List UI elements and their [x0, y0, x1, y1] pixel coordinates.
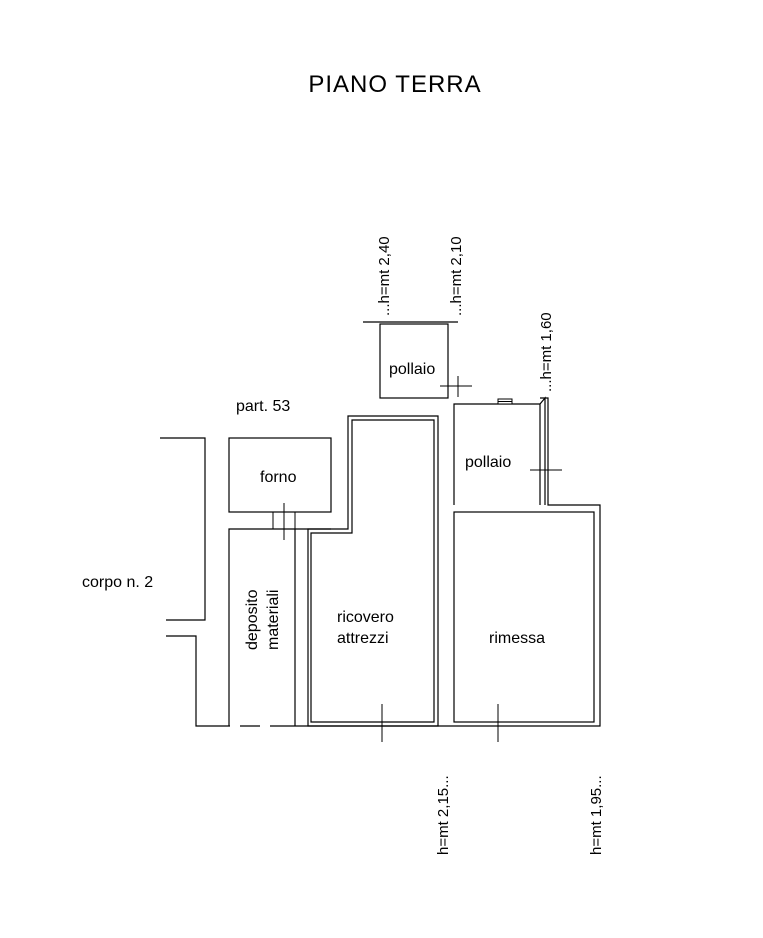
plan-title: PIANO TERRA	[308, 71, 481, 98]
label-corpo: corpo n. 2	[82, 574, 153, 591]
corpo-boundary	[160, 397, 601, 727]
door-marks	[230, 376, 562, 742]
height-label-195: h=mt 1,95...	[588, 775, 605, 855]
room-forno	[228, 437, 332, 513]
label-ricovero-1: ricovero	[337, 609, 394, 626]
label-pollaio-top: pollaio	[389, 361, 435, 378]
label-deposito-1: deposito	[244, 589, 261, 650]
label-rimessa: rimessa	[489, 630, 545, 647]
label-pollaio-right: pollaio	[465, 454, 511, 471]
label-forno: forno	[260, 469, 297, 486]
room-rimessa	[453, 511, 595, 723]
room-ricovero	[307, 415, 439, 727]
door-forno	[272, 503, 296, 540]
room-pollaio-top	[363, 321, 458, 399]
label-part: part. 53	[236, 398, 290, 415]
room-deposito	[228, 528, 331, 726]
height-label-160: ...h=mt 1,60	[538, 312, 555, 392]
height-label-240: ...h=mt 2,40	[376, 236, 393, 316]
room-pollaio-right	[453, 396, 546, 505]
label-ricovero-2: attrezzi	[337, 630, 389, 647]
label-deposito-2: materiali	[265, 590, 282, 650]
height-label-215: h=mt 2,15...	[435, 775, 452, 855]
height-label-210: ...h=mt 2,10	[448, 236, 465, 316]
